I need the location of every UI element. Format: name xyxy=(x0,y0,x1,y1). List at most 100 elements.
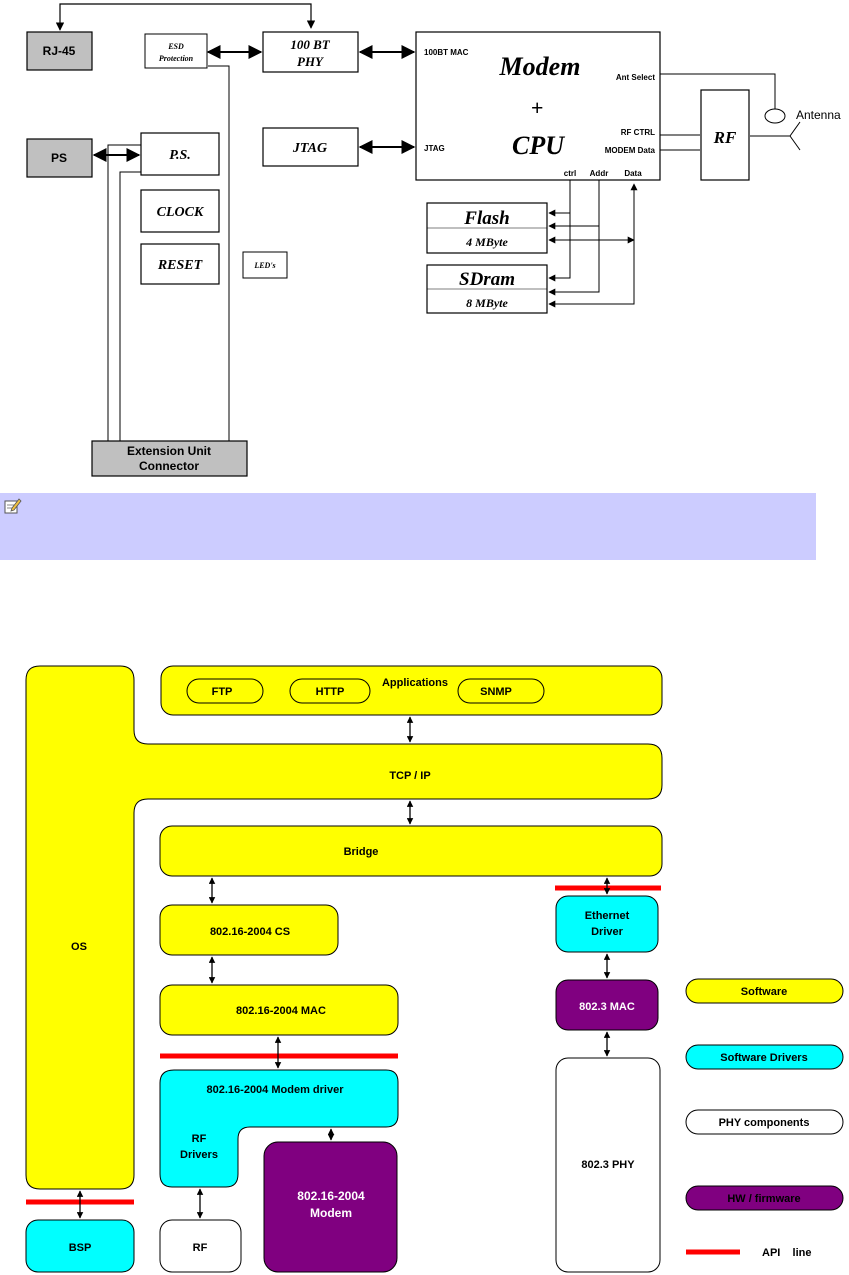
svg-text:ESD: ESD xyxy=(167,42,184,51)
svg-text:Addr: Addr xyxy=(590,169,609,178)
modem-driver-layer: 802.16-2004 Modem driver RF Drivers xyxy=(159,1069,399,1188)
snmp-app: SNMP xyxy=(457,678,545,704)
svg-text:Extension Unit: Extension Unit xyxy=(127,444,211,458)
svg-text:Software Drivers: Software Drivers xyxy=(720,1052,807,1064)
note-bar xyxy=(0,493,816,560)
svg-text:100BT MAC: 100BT MAC xyxy=(424,48,469,57)
svg-text:RF: RF xyxy=(192,1133,207,1145)
svg-text:802.16-2004 MAC: 802.16-2004 MAC xyxy=(236,1005,326,1017)
svg-text:HTTP: HTTP xyxy=(316,686,345,698)
jtag-box: JTAG xyxy=(262,127,359,167)
svg-text:HW / firmware: HW / firmware xyxy=(727,1193,800,1205)
eth-mac-block: 802.3 MAC xyxy=(555,979,659,1031)
svg-text:802.16-2004: 802.16-2004 xyxy=(297,1189,365,1203)
svg-text:Modem: Modem xyxy=(310,1206,352,1220)
legend-software: Software xyxy=(685,978,844,1004)
http-app: HTTP xyxy=(289,678,371,704)
svg-text:Software: Software xyxy=(741,986,787,998)
antenna-switch xyxy=(764,108,786,124)
extension-wires xyxy=(107,65,230,441)
svg-text:FTP: FTP xyxy=(212,686,233,698)
ethernet-driver-layer: Ethernet Driver xyxy=(555,895,659,953)
svg-text:ctrl: ctrl xyxy=(564,169,576,178)
rf-phy-block: RF xyxy=(159,1219,242,1273)
svg-text:Ant Select: Ant Select xyxy=(616,73,655,82)
antenna-symbol: Antenna xyxy=(750,108,841,151)
hardware-block-diagram: RJ-45 ESD Protection 100 BT PHY 100BT MA… xyxy=(26,3,841,477)
svg-text:RF: RF xyxy=(193,1242,208,1254)
svg-text:Data: Data xyxy=(624,169,642,178)
bsp-layer: BSP xyxy=(25,1219,135,1273)
cs-layer: 802.16-2004 CS xyxy=(159,904,339,956)
software-architecture-diagram: OS TCP / IP Applications FTP HTTP SNMP B… xyxy=(25,665,844,1273)
svg-text:TCP / IP: TCP / IP xyxy=(389,770,430,782)
mac-layer: 802.16-2004 MAC xyxy=(159,984,399,1036)
esd-protection-box: ESD Protection xyxy=(144,33,208,69)
svg-text:Bridge: Bridge xyxy=(344,846,379,858)
legend-phy-components: PHY components xyxy=(685,1109,844,1135)
svg-text:P.S.: P.S. xyxy=(169,148,191,163)
phy-100bt-box: 100 BT PHY xyxy=(262,31,359,73)
applications-layer: Applications xyxy=(160,665,663,716)
svg-text:BSP: BSP xyxy=(69,1242,92,1254)
svg-text:802.3 MAC: 802.3 MAC xyxy=(579,1001,635,1013)
ps-external-box: PS xyxy=(26,138,93,178)
svg-text:JTAG: JTAG xyxy=(424,144,445,153)
memory-bus xyxy=(548,180,638,308)
svg-text:Connector: Connector xyxy=(139,459,199,473)
svg-text:Modem: Modem xyxy=(499,52,581,81)
svg-text:Applications: Applications xyxy=(382,677,448,689)
svg-text:RJ-45: RJ-45 xyxy=(43,44,76,58)
svg-text:+: + xyxy=(531,95,544,120)
reset-box: RESET xyxy=(140,243,220,285)
svg-text:Driver: Driver xyxy=(591,926,624,938)
sdram-box: SDram 8 MByte xyxy=(426,264,548,314)
legend-hw-firmware: HW / firmware xyxy=(685,1185,844,1211)
ant-select-line xyxy=(660,73,776,112)
svg-text:MODEM Data: MODEM Data xyxy=(605,146,656,155)
svg-text:JTAG: JTAG xyxy=(292,141,327,156)
svg-text:Flash: Flash xyxy=(463,208,509,229)
svg-text:8 MByte: 8 MByte xyxy=(466,296,508,310)
svg-text:RF CTRL: RF CTRL xyxy=(621,128,655,137)
svg-text:LED's: LED's xyxy=(253,261,275,270)
os-layer: OS TCP / IP xyxy=(25,665,663,1190)
leds-box: LED's xyxy=(242,251,288,279)
svg-text:CLOCK: CLOCK xyxy=(157,205,205,220)
svg-text:CPU: CPU xyxy=(512,131,565,160)
svg-text:RF: RF xyxy=(713,128,737,147)
svg-text:100 BT: 100 BT xyxy=(290,37,330,52)
rj45-box: RJ-45 xyxy=(26,31,93,71)
layer-arrows xyxy=(76,716,611,1219)
svg-text:API line: API line xyxy=(762,1247,812,1259)
svg-text:OS: OS xyxy=(71,941,87,953)
svg-text:802.16-2004 CS: 802.16-2004 CS xyxy=(210,926,290,938)
svg-text:PS: PS xyxy=(51,151,67,165)
svg-text:802.3 PHY: 802.3 PHY xyxy=(581,1159,635,1171)
svg-text:Antenna: Antenna xyxy=(796,108,841,122)
modem-hw-block: 802.16-2004 Modem xyxy=(263,1141,398,1273)
svg-text:4 MByte: 4 MByte xyxy=(465,235,508,249)
svg-text:802.16-2004 Modem driver: 802.16-2004 Modem driver xyxy=(207,1084,345,1096)
svg-text:Drivers: Drivers xyxy=(180,1149,218,1161)
svg-text:Protection: Protection xyxy=(159,54,194,63)
legend: Software Software Drivers PHY components… xyxy=(685,978,844,1259)
eth-phy-block: 802.3 PHY xyxy=(555,1057,661,1273)
clock-box: CLOCK xyxy=(140,189,220,233)
power-supply-box: P.S. xyxy=(140,132,220,176)
modem-cpu-box: 100BT MAC Modem + CPU Ant Select RF CTRL… xyxy=(415,31,661,181)
bridge-layer: Bridge xyxy=(159,825,663,877)
svg-text:SDram: SDram xyxy=(459,269,515,290)
svg-text:PHY: PHY xyxy=(297,54,324,69)
svg-text:PHY components: PHY components xyxy=(719,1117,810,1129)
extension-unit-connector-box: Extension Unit Connector xyxy=(91,440,248,477)
note-edit-icon[interactable] xyxy=(4,497,22,515)
rf-hw-box: RF xyxy=(700,89,750,181)
svg-text:SNMP: SNMP xyxy=(480,686,512,698)
flash-box: Flash 4 MByte xyxy=(426,202,548,254)
legend-software-drivers: Software Drivers xyxy=(685,1044,844,1070)
rj45-phy-connector xyxy=(55,3,316,31)
ftp-app: FTP xyxy=(186,678,264,704)
svg-text:RESET: RESET xyxy=(157,258,204,273)
legend-api-line: API line xyxy=(686,1247,812,1259)
